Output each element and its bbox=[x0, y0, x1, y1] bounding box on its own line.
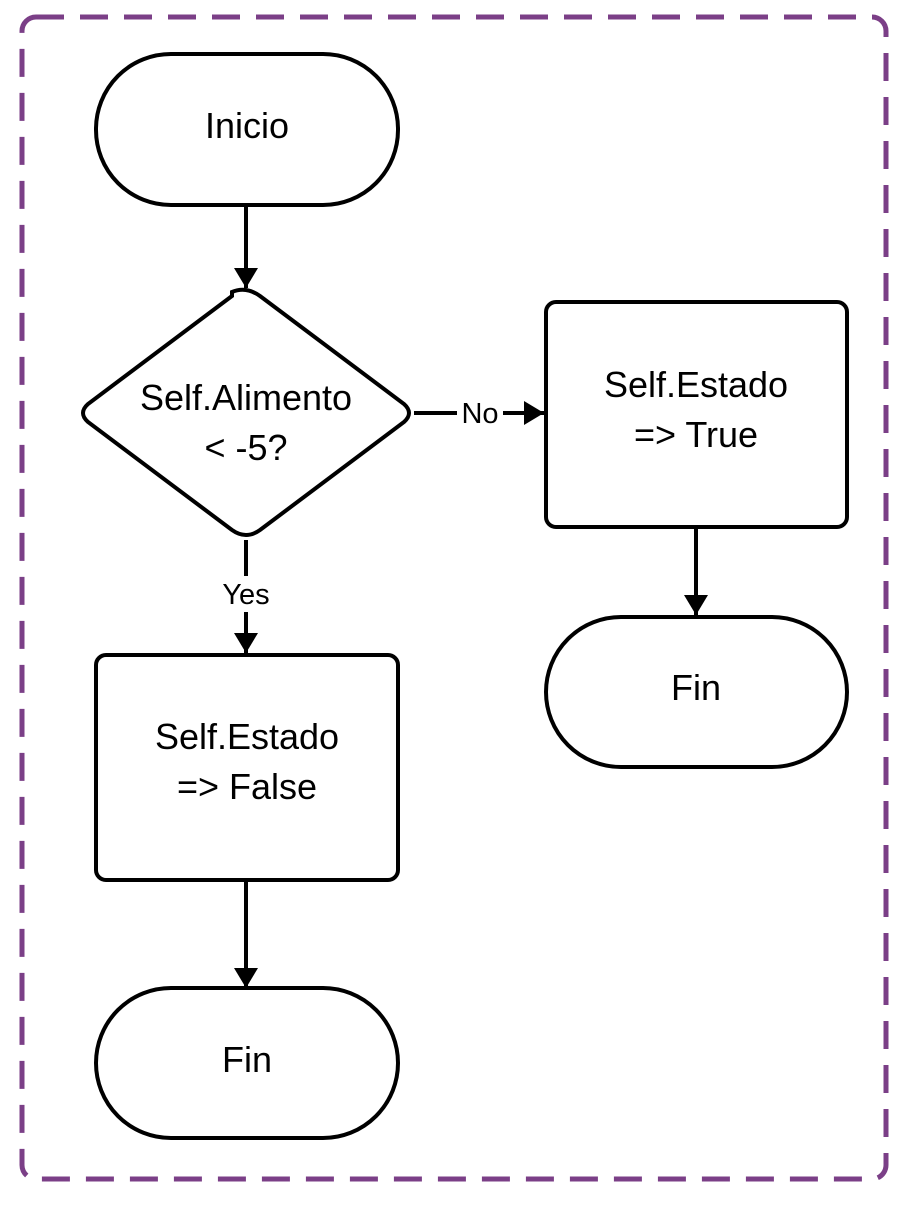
decision-label-line-2: < -5? bbox=[204, 427, 287, 468]
edge-label-no: No bbox=[461, 398, 498, 430]
start-label: Inicio bbox=[205, 105, 289, 146]
decision-diamond: Self.Alimento < -5? bbox=[81, 287, 411, 537]
process-true-box: Self.Estado => True bbox=[544, 300, 849, 529]
container-frame bbox=[19, 14, 889, 1182]
process-false-label-line-1: Self.Estado bbox=[155, 716, 339, 757]
process-false-box: Self.Estado => False bbox=[94, 653, 400, 882]
process-true-label-line-2: => True bbox=[634, 414, 758, 455]
end-right-label: Fin bbox=[671, 667, 721, 708]
start-terminator: Inicio bbox=[94, 52, 400, 207]
edge-label-yes: Yes bbox=[222, 579, 269, 611]
end-left-terminator: Fin bbox=[94, 986, 400, 1140]
process-false-label-line-2: => False bbox=[177, 766, 317, 807]
edge-label-yes-bg bbox=[214, 576, 278, 612]
decision-label-line-1: Self.Alimento bbox=[140, 377, 352, 418]
process-true-label-line-1: Self.Estado bbox=[604, 364, 788, 405]
edge-label-no-bg bbox=[457, 396, 503, 430]
end-left-label: Fin bbox=[222, 1039, 272, 1080]
end-right-terminator: Fin bbox=[544, 615, 849, 769]
